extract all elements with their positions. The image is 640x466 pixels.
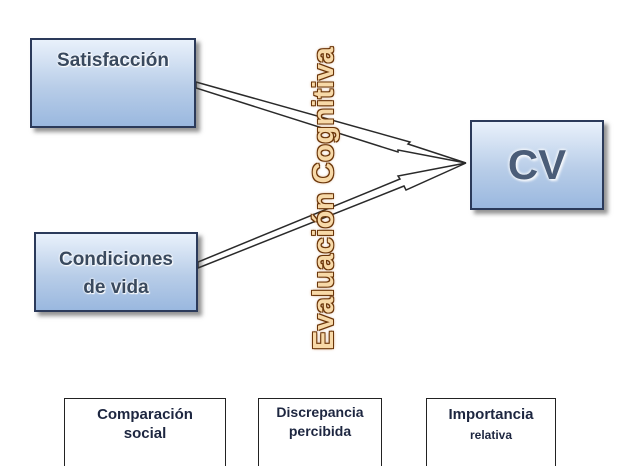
factor-importancia-line2: relativa <box>469 428 513 442</box>
box-condiciones-line2: de vida <box>83 277 149 298</box>
box-condiciones-line1: Condiciones <box>58 249 173 270</box>
factor-discrepancia-percibida: Discrepancia percibida <box>258 398 382 466</box>
factor-importancia-line1: Importancia <box>448 406 534 423</box>
arrow-condiciones-to-cv <box>197 162 467 270</box>
box-condiciones-label: Condiciones de vida <box>59 246 173 302</box>
factor-comparacion-line1: Comparación <box>97 406 193 423</box>
arrow-satisfaccion-to-cv <box>195 81 467 164</box>
factor-comparacion-line2: social <box>123 425 167 442</box>
evaluacion-cognitiva-label: Evaluación Cognitiva <box>308 46 340 350</box>
factor-comparacion-social: Comparación social <box>64 398 226 466</box>
factor-importancia-relativa: Importancia relativa <box>426 398 556 466</box>
box-cv: CV <box>470 120 604 210</box>
factor-discrepancia-line2: percibida <box>288 423 352 439</box>
box-satisfaccion: Satisfacción <box>30 38 196 128</box>
factor-discrepancia-line1: Discrepancia <box>276 404 364 420</box>
box-cv-label: CV <box>507 141 567 188</box>
box-condiciones-de-vida: Condiciones de vida <box>34 232 198 312</box>
box-satisfaccion-label: Satisfacción <box>57 50 169 71</box>
